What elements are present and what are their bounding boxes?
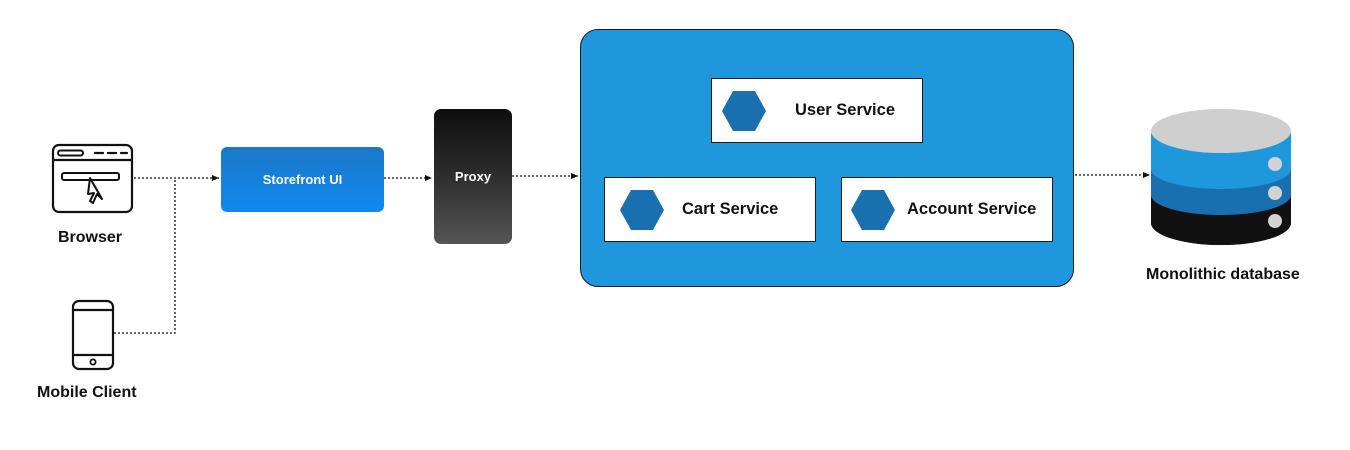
hexagon-icon: [722, 90, 766, 131]
storefront-ui-label: Storefront UI: [262, 172, 343, 187]
smartphone-icon: [71, 299, 115, 371]
proxy-node: Proxy: [434, 109, 512, 244]
browser-node: [50, 142, 136, 216]
services-container: [580, 29, 1074, 287]
browser-label: Browser: [58, 229, 123, 246]
cart-service-label: Cart Service: [682, 200, 779, 218]
mobile-node: [70, 298, 116, 372]
user-service-card: User Service: [711, 78, 923, 143]
user-service-label: User Service: [795, 101, 895, 119]
hexagon-icon: [851, 189, 895, 230]
mobile-client-label: Mobile Client: [37, 384, 137, 401]
indicator-dot: [1268, 186, 1282, 200]
indicator-dot: [1268, 157, 1282, 171]
cart-service-card: Cart Service: [604, 177, 816, 242]
browser-window-icon: [51, 143, 134, 214]
account-service-card: Account Service: [841, 177, 1053, 242]
database-stack-icon: [1151, 109, 1291, 245]
proxy-label: Proxy: [454, 169, 492, 184]
database-label: Monolithic database: [1146, 266, 1300, 283]
database-node: [1148, 105, 1294, 251]
hexagon-icon: [620, 189, 664, 230]
account-service-label: Account Service: [907, 200, 1037, 218]
indicator-dot: [1268, 214, 1282, 228]
storefront-ui-node: Storefront UI: [221, 147, 384, 212]
